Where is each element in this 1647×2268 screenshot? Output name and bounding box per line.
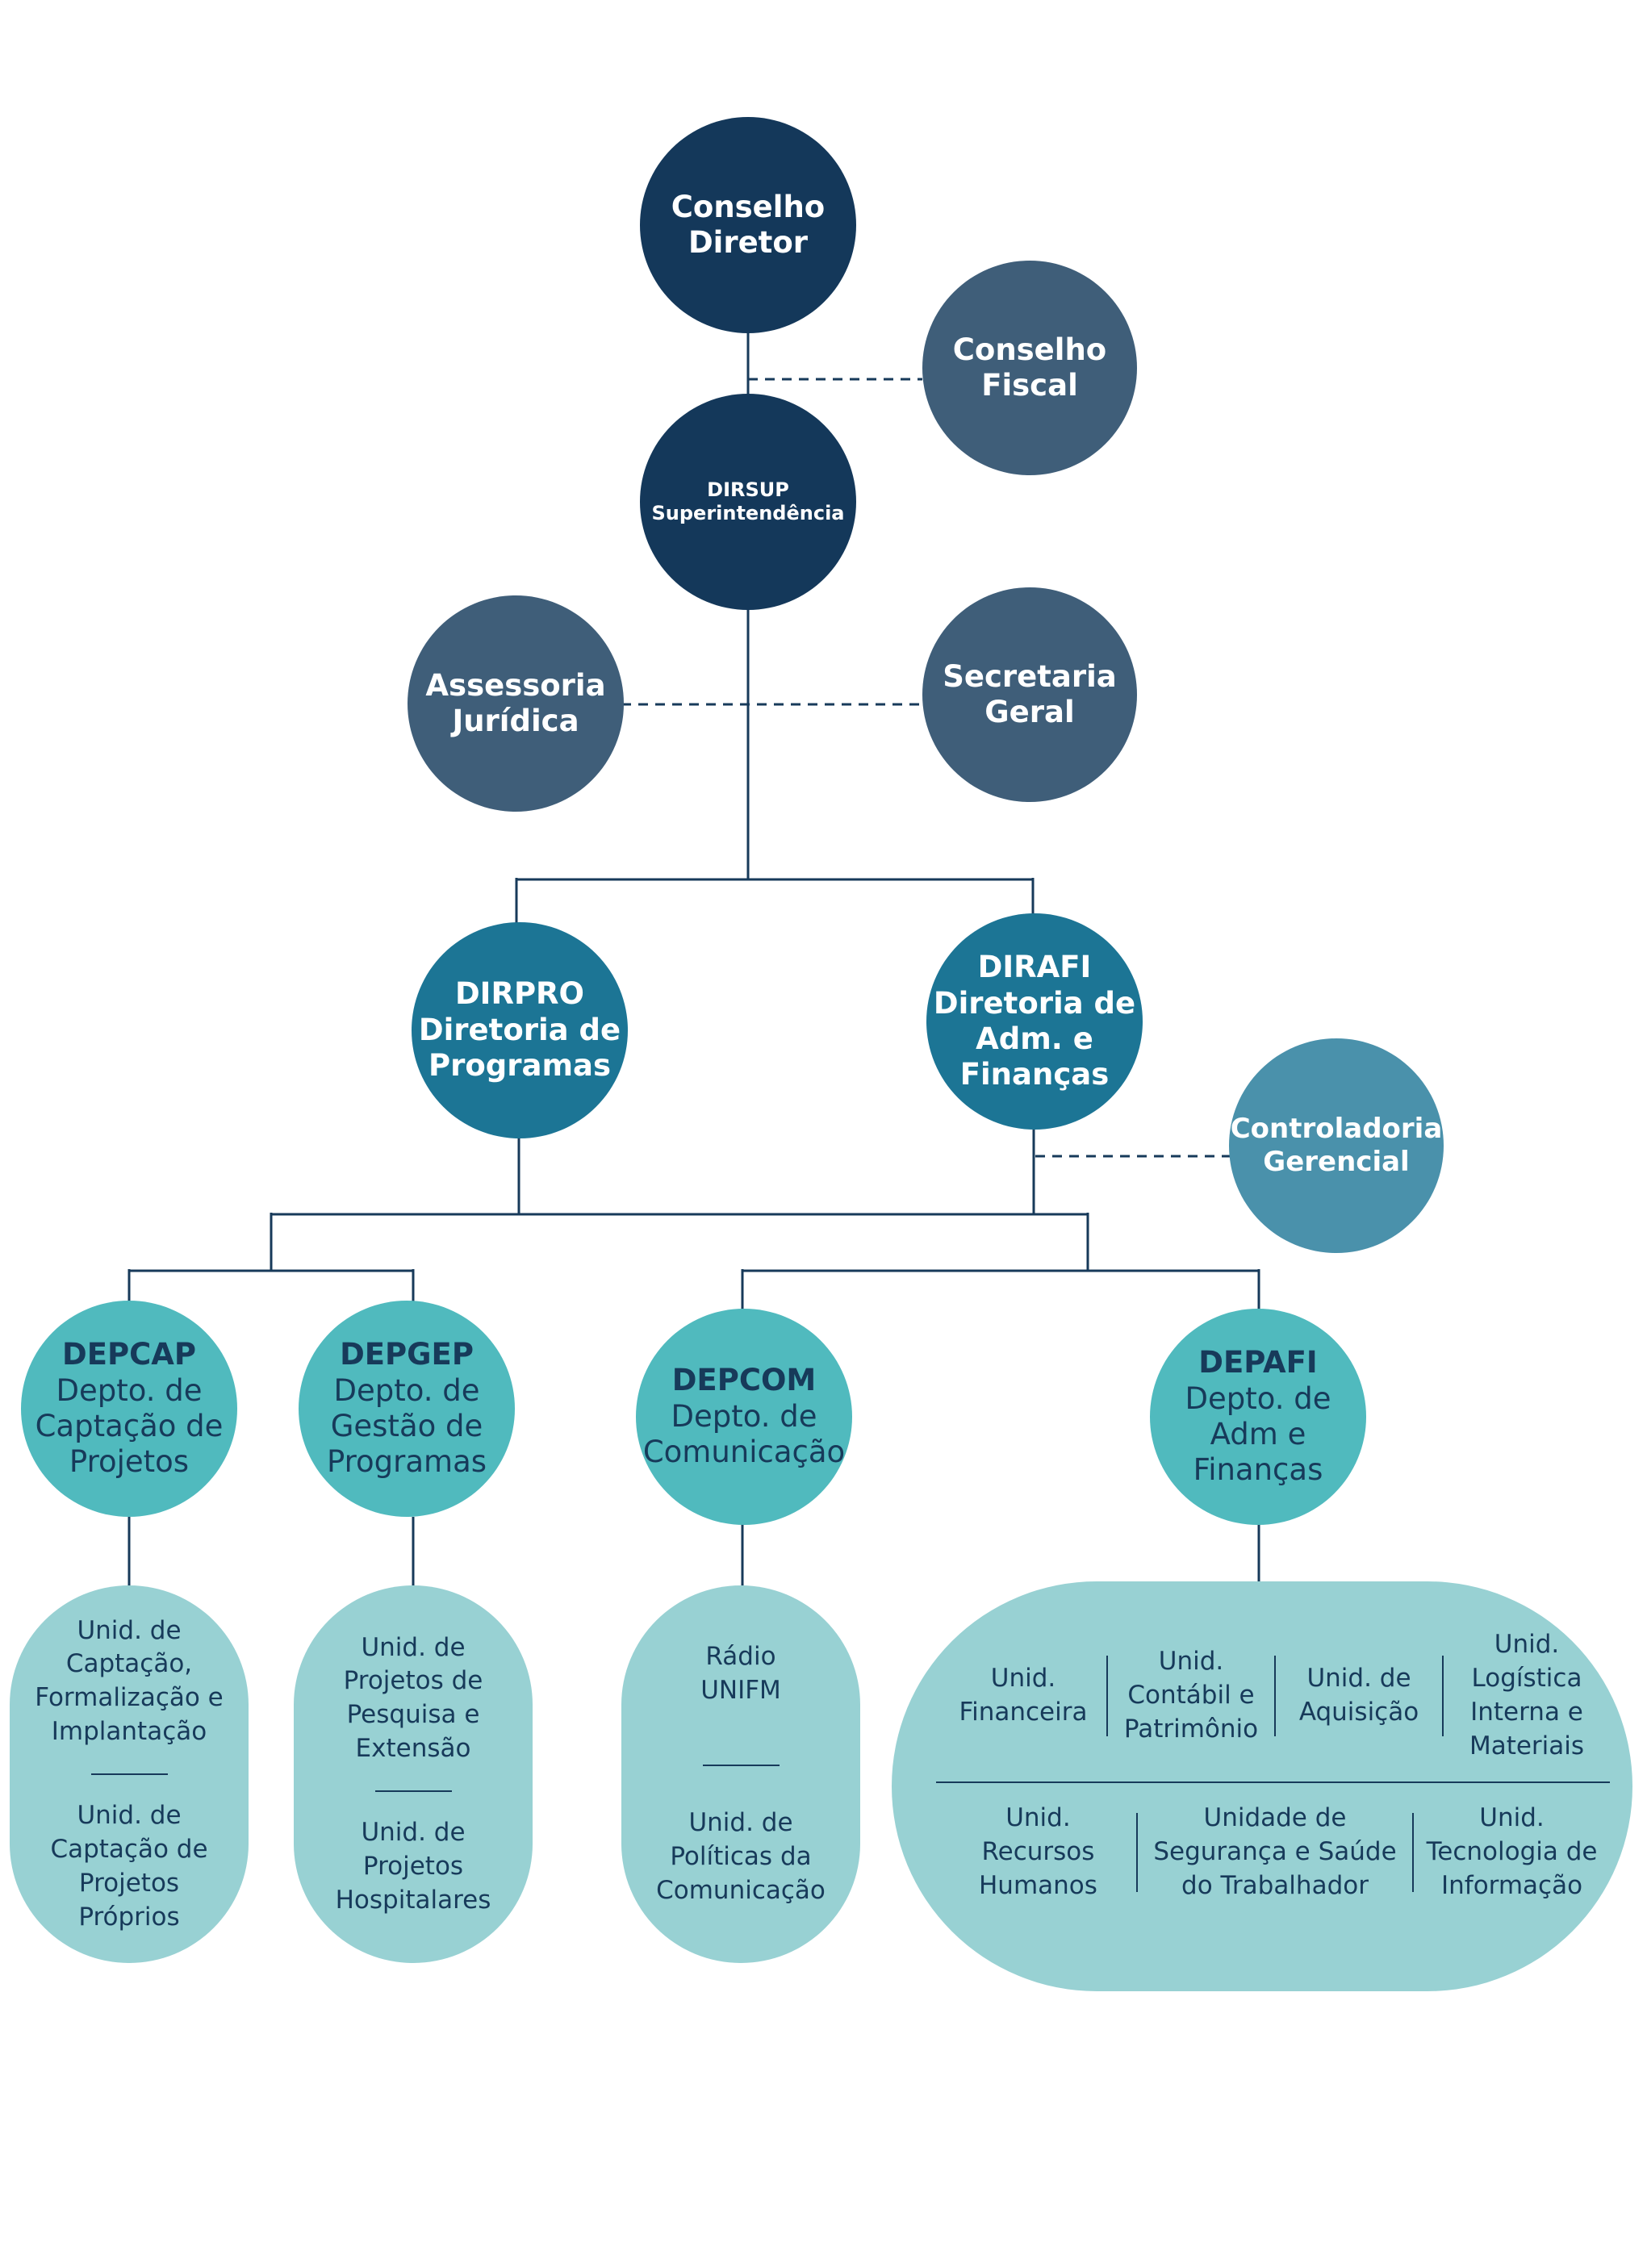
- dirpro-label: DIRPRO Diretoria de Programas: [418, 976, 621, 1084]
- unit-divider: [1106, 1656, 1108, 1736]
- depafi-units: Unid. Financeira Unid. Contábil e Patrim…: [892, 1581, 1632, 1991]
- depgep-node: DEPGEP Depto. de Gestão de Programas: [299, 1301, 515, 1517]
- depcap-node: DEPCAP Depto. de Captação de Projetos: [21, 1301, 237, 1517]
- unit-item: Unid. de Captação, Formalização e Implan…: [35, 1615, 224, 1747]
- conselho-fiscal-label: Conselho Fiscal: [952, 332, 1107, 403]
- unit-item: Unidade de Segurança e Saúde do Trabalha…: [1153, 1803, 1397, 1900]
- controladoria-label: Controladoria Gerencial: [1230, 1113, 1443, 1178]
- depafi-units-row-2: Unid. Recursos Humanos Unidade de Segura…: [940, 1788, 1610, 1917]
- secretaria-geral-label: Secretaria Geral: [943, 658, 1117, 729]
- unit-divider: [1135, 1813, 1138, 1892]
- depgep-code: DEPGEP: [340, 1337, 474, 1372]
- unit-item: Unid. Logística Interna e Materiais: [1469, 1630, 1585, 1761]
- dirafi-node: DIRAFI Diretoria de Adm. e Finanças: [926, 913, 1143, 1130]
- depcom-units: Rádio UNIFM Unid. de Políticas da Comuni…: [621, 1585, 860, 1963]
- depgep-units: Unid. de Projetos de Pesquisa e Extensão…: [294, 1585, 533, 1963]
- depgep-desc: Depto. de Gestão de Programas: [326, 1372, 487, 1480]
- depcom-node: DEPCOM Depto. de Comunicação: [636, 1309, 852, 1525]
- unit-item: Unid. de Captação de Projetos Próprios: [50, 1801, 208, 1932]
- unit-separator: [90, 1773, 168, 1775]
- unit-separator: [374, 1790, 452, 1792]
- secretaria-geral-node: Secretaria Geral: [922, 587, 1137, 802]
- unit-item: Unid. de Aquisição: [1298, 1664, 1419, 1727]
- dirafi-label: DIRAFI Diretoria de Adm. e Finanças: [933, 950, 1136, 1092]
- dirsup-node: DIRSUP Superintendência: [640, 394, 856, 610]
- unit-item: Unid. Contábil e Patrimônio: [1123, 1647, 1259, 1744]
- dirsup-label: DIRSUP Superintendência: [651, 478, 845, 524]
- conselho-diretor-node: Conselho Diretor: [640, 117, 856, 333]
- depafi-units-row-1: Unid. Financeira Unid. Contábil e Patrim…: [940, 1630, 1610, 1761]
- depcap-units: Unid. de Captação, Formalização e Implan…: [10, 1585, 249, 1963]
- dirpro-node: DIRPRO Diretoria de Programas: [412, 922, 628, 1138]
- unit-item: Unid. Tecnologia de Informação: [1426, 1803, 1598, 1900]
- unit-row-separator: [936, 1781, 1610, 1783]
- conselho-diretor-label: Conselho Diretor: [671, 189, 826, 260]
- depcap-code: DEPCAP: [61, 1337, 196, 1372]
- unit-divider: [1274, 1656, 1276, 1736]
- depcom-code: DEPCOM: [671, 1363, 817, 1398]
- unit-item: Unid. Financeira: [959, 1664, 1088, 1727]
- depafi-node: DEPAFI Depto. de Adm e Finanças: [1150, 1309, 1366, 1525]
- depcom-desc: Depto. de Comunicação: [642, 1398, 846, 1470]
- unit-divider: [1412, 1813, 1415, 1892]
- unit-item: Unid. Recursos Humanos: [979, 1803, 1097, 1900]
- unit-separator: [702, 1765, 780, 1767]
- unit-item: Unid. de Projetos de Pesquisa e Extensão: [343, 1632, 483, 1764]
- unit-divider: [1442, 1656, 1444, 1736]
- controladoria-node: Controladoria Gerencial: [1229, 1038, 1444, 1253]
- depafi-code: DEPAFI: [1198, 1345, 1318, 1380]
- assessoria-juridica-label: Assessoria Jurídica: [425, 667, 606, 738]
- conselho-fiscal-node: Conselho Fiscal: [922, 261, 1137, 475]
- depafi-desc: Depto. de Adm e Finanças: [1185, 1380, 1331, 1488]
- assessoria-juridica-node: Assessoria Jurídica: [408, 595, 624, 812]
- unit-item: Rádio UNIFM: [700, 1642, 781, 1706]
- unit-item: Unid. de Projetos Hospitalares: [335, 1817, 491, 1915]
- depcap-desc: Depto. de Captação de Projetos: [35, 1372, 224, 1480]
- unit-item: Unid. de Políticas da Comunicação: [656, 1808, 826, 1905]
